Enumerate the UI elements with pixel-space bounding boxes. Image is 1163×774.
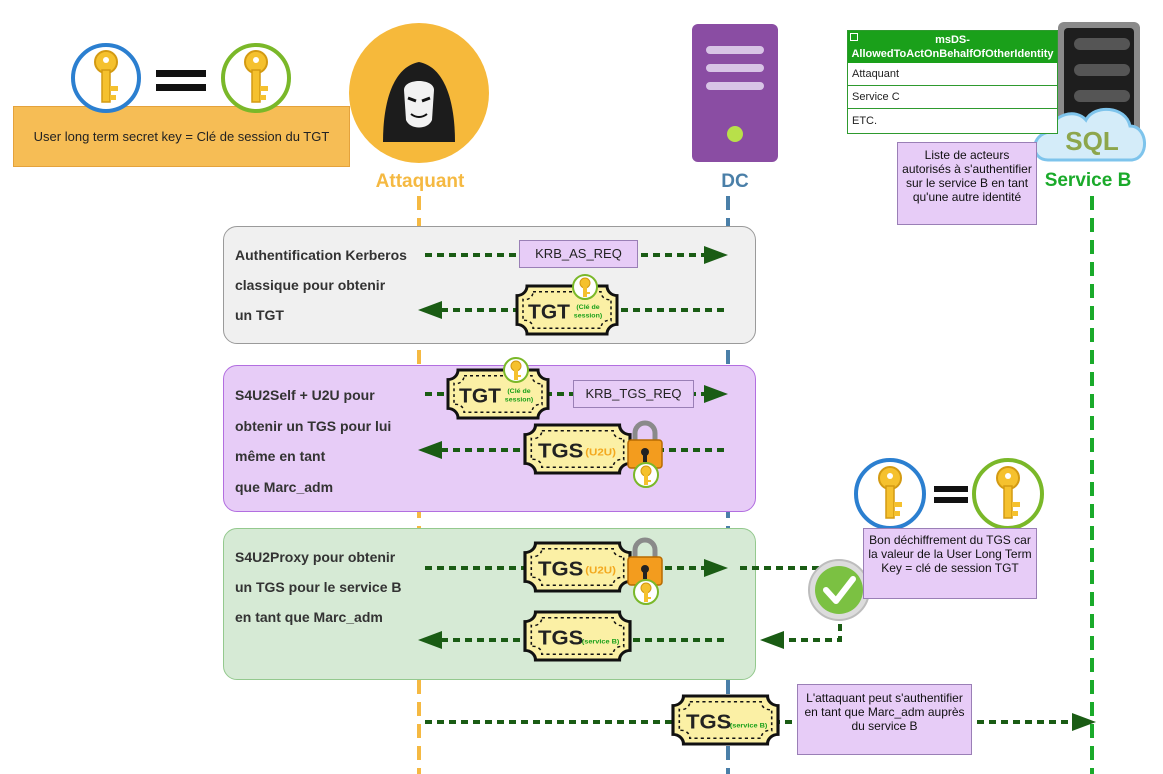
svg-text:TGS: TGS [538, 558, 583, 580]
tgs-u2u-ticket-icon: TGS (U2U) [523, 423, 632, 475]
acl-row: Service C [848, 86, 1057, 109]
krb-as-req-label: KRB_AS_REQ [519, 240, 638, 268]
tgt-ticket-icon: TGT (Clé de session) [515, 284, 619, 336]
sql-server-icon: SQL [1033, 22, 1146, 162]
session-key-icon [633, 579, 659, 605]
equals-icon [934, 486, 968, 492]
blue-key-icon [71, 43, 141, 113]
session-key-icon [572, 274, 598, 300]
krb-tgs-req-label: KRB_TGS_REQ [573, 380, 694, 408]
step-s4u2proxy-box [223, 528, 756, 680]
session-key-icon [633, 462, 659, 488]
attacker-label: Attaquant [375, 171, 465, 192]
service-label: Service B [1044, 170, 1132, 191]
collapse-icon[interactable] [850, 33, 858, 41]
svg-text:TGS: TGS [538, 440, 583, 462]
acl-table: msDS-AllowedToActOnBehalfOfOtherIdentity… [847, 30, 1058, 134]
decrypt-note: Bon déchiffrement du TGS car la valeur d… [863, 528, 1037, 599]
tgs-u2u-ticket-icon: TGS (U2U) [523, 541, 632, 593]
svg-text:session): session) [505, 397, 533, 404]
tgt-ticket-icon: TGT (Clé de session) [446, 368, 550, 420]
final-note: L'attaquant peut s'authentifier en tant … [797, 684, 972, 755]
green-key-icon [972, 458, 1044, 530]
legend-box: User long term secret key = Clé de sessi… [13, 106, 350, 167]
padlock-icon [628, 423, 662, 468]
session-key-icon [503, 357, 529, 383]
tgs-service-ticket-icon: TGS (service B) [671, 694, 780, 746]
svg-text:TGT: TGT [528, 301, 570, 324]
dc-server-icon [692, 24, 778, 162]
tgs-service-ticket-icon: TGS (service B) [523, 610, 632, 662]
svg-text:session): session) [574, 313, 602, 320]
svg-text:TGT: TGT [459, 385, 501, 408]
svg-text:(service B): (service B) [582, 639, 620, 646]
legend-caption: User long term secret key = Clé de sessi… [33, 129, 330, 144]
svg-text:(U2U): (U2U) [585, 447, 616, 458]
step-as-req-box [223, 226, 756, 344]
acl-table-title: msDS-AllowedToActOnBehalfOfOtherIdentity [848, 31, 1057, 63]
padlock-icon [628, 540, 662, 585]
blue-key-icon [854, 458, 926, 530]
svg-text:(Clé de: (Clé de [576, 304, 600, 311]
acl-note: Liste de acteurs autorisés à s'authentif… [897, 142, 1037, 225]
equals-icon [156, 70, 206, 77]
dc-label: DC [721, 171, 749, 192]
svg-text:TGS: TGS [686, 711, 731, 733]
sql-text: SQL [1065, 126, 1119, 156]
svg-text:(service B): (service B) [730, 723, 768, 730]
acl-row: ETC. [852, 115, 878, 127]
check-icon [808, 559, 870, 621]
attacker-avatar-icon [349, 23, 489, 163]
green-key-icon [221, 43, 291, 113]
svg-text:(U2U): (U2U) [585, 565, 616, 576]
svg-text:(Clé de: (Clé de [507, 388, 531, 395]
acl-row: Attaquant [848, 63, 1057, 86]
legend-keys [71, 43, 291, 113]
svg-text:TGS: TGS [538, 627, 583, 649]
